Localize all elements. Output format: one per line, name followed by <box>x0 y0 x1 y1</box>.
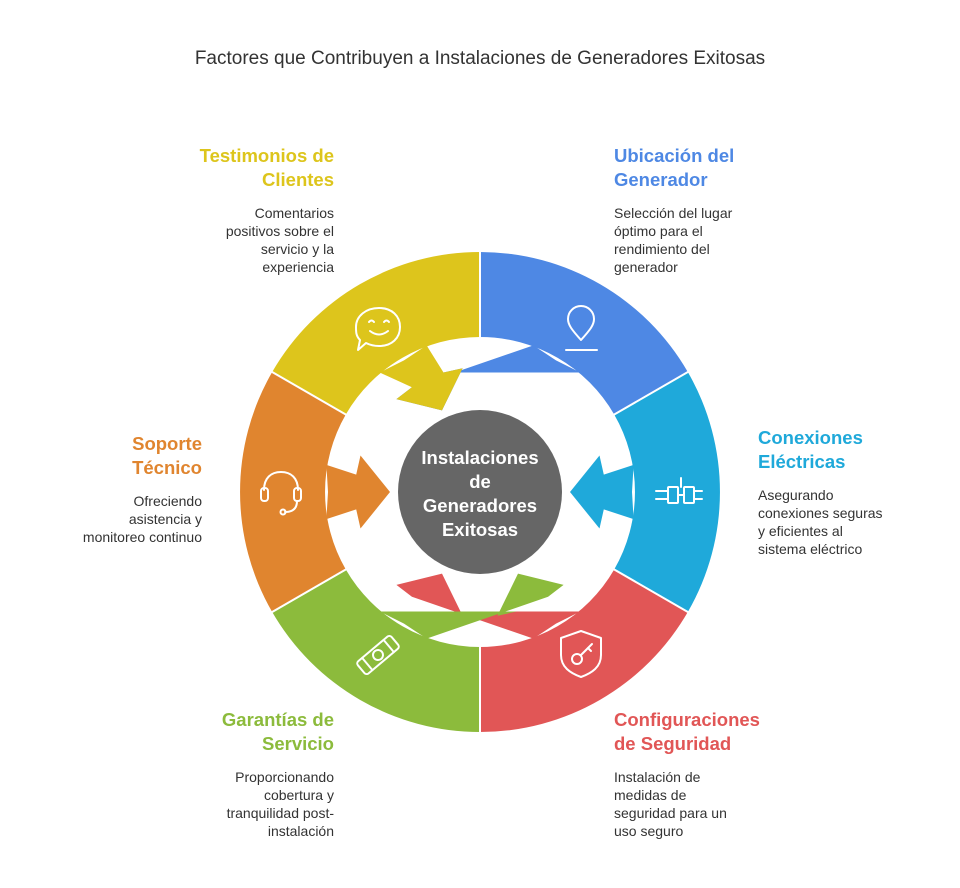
segment-soporte <box>240 372 390 612</box>
segment-arrow <box>379 345 463 411</box>
segment-ring <box>480 252 688 415</box>
label-title: Soporte Técnico <box>132 433 202 478</box>
label-title: Conexiones Eléctricas <box>758 427 863 472</box>
center-label: Instalaciones de Generadores Exitosas <box>398 412 562 576</box>
segment-arrow <box>326 455 390 529</box>
label-ubicacion: Ubicación del Generador Selección del lu… <box>614 144 784 276</box>
electrical-connector-icon <box>655 477 703 504</box>
segment-divider <box>612 567 691 614</box>
label-testimonios: Testimonios de Clientes Comentarios posi… <box>164 144 334 276</box>
label-description: Proporcionando cobertura y tranquilidad … <box>226 769 334 839</box>
headset-icon <box>260 471 302 516</box>
label-description: Comentarios positivos sobre el servicio … <box>225 205 334 275</box>
segment-ring <box>240 372 346 612</box>
label-description: Asegurando conexiones seguras y eficient… <box>758 487 883 557</box>
label-title: Ubicación del Generador <box>614 145 735 190</box>
center-line: Exitosas <box>441 519 519 540</box>
smiling-speech-bubble-icon <box>355 307 401 351</box>
shield-key-icon <box>560 630 602 678</box>
segment-divider <box>612 370 691 417</box>
label-description: Ofreciendo asistencia y monitoreo contin… <box>82 493 202 545</box>
label-description: Instalación de medidas de seguridad para… <box>614 769 727 839</box>
segment-divider <box>269 370 348 417</box>
diploma-scroll-icon <box>356 634 400 676</box>
segment-arrow <box>379 573 564 639</box>
location-pin-icon <box>565 305 598 351</box>
center-line: Instalaciones <box>421 447 539 468</box>
segment-divider <box>269 567 348 614</box>
label-description: Selección del lugar óptimo para el rendi… <box>614 205 733 275</box>
center-circle <box>398 410 562 574</box>
label-title: Testimonios de Clientes <box>199 145 334 190</box>
center-line: Generadores <box>422 495 538 516</box>
diagram-title: Factores que Contribuyen a Instalaciones… <box>194 48 766 69</box>
center-line: de <box>469 471 491 492</box>
label-conexiones: Conexiones Eléctricas Asegurando conexio… <box>758 426 928 558</box>
label-title: Configuraciones de Seguridad <box>614 709 760 754</box>
segment-arrow <box>396 573 581 639</box>
label-soporte: Soporte Técnico Ofreciendo asistencia y … <box>32 432 202 546</box>
label-garantias: Garantías de Servicio Proporcionando cob… <box>164 708 334 840</box>
label-title: Garantías de Servicio <box>221 709 334 754</box>
label-seguridad: Configuraciones de Seguridad Instalación… <box>614 708 784 840</box>
segment-arrow <box>570 455 634 529</box>
